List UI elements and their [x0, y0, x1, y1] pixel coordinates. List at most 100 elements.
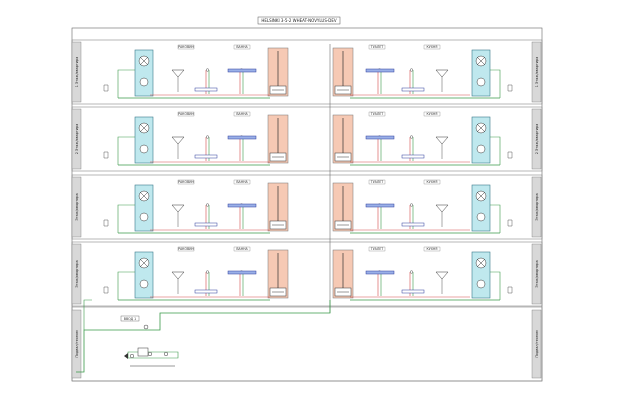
heater-feed	[117, 271, 135, 300]
room-tag-label: РАКОВИН	[178, 180, 194, 184]
heater-outlet-icon	[476, 144, 486, 154]
bathtub-icon	[227, 135, 257, 140]
heater-outlet-icon	[139, 279, 149, 289]
room-tag	[177, 44, 195, 50]
room-tag-label: КУХНЯ	[426, 180, 437, 184]
room-tag-label: ТУАЛЕТ	[370, 180, 383, 184]
room-tag-label: ВАННА	[236, 247, 248, 251]
floor-side-left	[71, 108, 82, 170]
tap-icon	[205, 135, 209, 139]
heater-cross-icon	[477, 259, 485, 267]
tap-icon	[410, 135, 414, 139]
filter-icon	[103, 286, 109, 294]
sink-icon	[171, 204, 185, 213]
sink-icon	[435, 204, 449, 213]
main-inlet-pipe	[76, 300, 331, 373]
basement-level: Подвал/техпом Подвал/техпом ВВОД 1	[71, 299, 543, 382]
room-tag	[368, 111, 386, 117]
radiator-icon	[401, 222, 425, 227]
heater-cross-icon	[140, 57, 148, 65]
room-tag	[423, 44, 441, 50]
bathtub-icon	[227, 270, 257, 275]
room-tag-label: ВАННА	[236, 180, 248, 184]
room-tag	[233, 179, 251, 185]
inlet-label: ВВОД 1	[124, 317, 136, 321]
heater-outlet-icon	[476, 279, 486, 289]
valve-icon	[147, 351, 153, 357]
filter-icon	[507, 151, 513, 159]
sink-icon	[171, 271, 185, 280]
room-tag	[423, 111, 441, 117]
room-tag	[233, 44, 251, 50]
room-tag-label: РАКОВИН	[178, 112, 194, 116]
heater-feed	[490, 271, 501, 300]
radiator-icon	[194, 154, 218, 159]
sink-icon	[435, 271, 449, 280]
basement-label-left: Подвал/техпом	[75, 330, 79, 358]
bathtub-icon	[365, 135, 395, 140]
filter-icon	[507, 286, 513, 294]
floor-label-right: 2 Этаж/квартира	[535, 124, 539, 155]
pressure-gauge-icon	[143, 324, 149, 330]
bathtub-icon	[365, 203, 395, 208]
room-tag	[368, 179, 386, 185]
filter-icon	[103, 219, 109, 227]
floor-label-left: 2 Этаж/квартира	[75, 124, 79, 155]
sink-icon	[435, 69, 449, 78]
room-tag	[177, 246, 195, 252]
water-meter-icon	[137, 347, 149, 357]
floor-side-left	[71, 176, 82, 238]
radiator-icon	[401, 154, 425, 159]
room-tag	[423, 179, 441, 185]
radiator-icon	[194, 222, 218, 227]
room-tag-label: КУХНЯ	[426, 247, 437, 251]
heater-outlet-icon	[139, 77, 149, 87]
heater-outlet-icon	[476, 77, 486, 87]
sink-icon	[435, 136, 449, 145]
heater-cross-icon	[140, 124, 148, 132]
valve-icon	[163, 351, 169, 357]
tap-icon	[205, 203, 209, 207]
filter-icon	[507, 219, 513, 227]
floor-label-right: Этаж/квартира	[535, 193, 539, 220]
basement-label-right: Подвал/техпом	[535, 330, 539, 358]
radiator-icon	[194, 289, 218, 294]
filter-icon	[507, 84, 513, 92]
tap-icon	[410, 203, 414, 207]
room-tag	[368, 246, 386, 252]
floor-side-right	[531, 176, 542, 238]
heater-cross-icon	[477, 57, 485, 65]
heater-feed	[117, 204, 135, 233]
floor-label-left: Этаж/квартира	[75, 260, 79, 287]
bathtub-icon	[227, 68, 257, 73]
room-tag-label: ТУАЛЕТ	[370, 247, 383, 251]
heater-cross-icon	[477, 124, 485, 132]
sink-icon	[171, 136, 185, 145]
heater-cross-icon	[140, 259, 148, 267]
room-tag-label: РАКОВИН	[178, 247, 194, 251]
tap-icon	[410, 68, 414, 72]
floor-side-left	[71, 41, 82, 103]
bathtub-icon	[365, 270, 395, 275]
floor-side-right	[531, 243, 542, 305]
room-tag-label: ТУАЛЕТ	[370, 112, 383, 116]
filter-icon	[103, 151, 109, 159]
basement-frame	[71, 306, 543, 382]
floor-label-right: 1 Этаж/квартира	[535, 57, 539, 88]
heater-outlet-icon	[139, 212, 149, 222]
floor-side-right	[531, 108, 542, 170]
room-tag-label: КУХНЯ	[426, 45, 437, 49]
bathtub-icon	[365, 68, 395, 73]
heater-feed	[490, 204, 501, 233]
tap-icon	[205, 270, 209, 274]
heater-feed	[490, 69, 501, 98]
floor-side-right	[531, 41, 542, 103]
room-tag	[233, 246, 251, 252]
floor-label-left: 1 Этаж/квартира	[75, 57, 79, 88]
sink-icon	[171, 69, 185, 78]
